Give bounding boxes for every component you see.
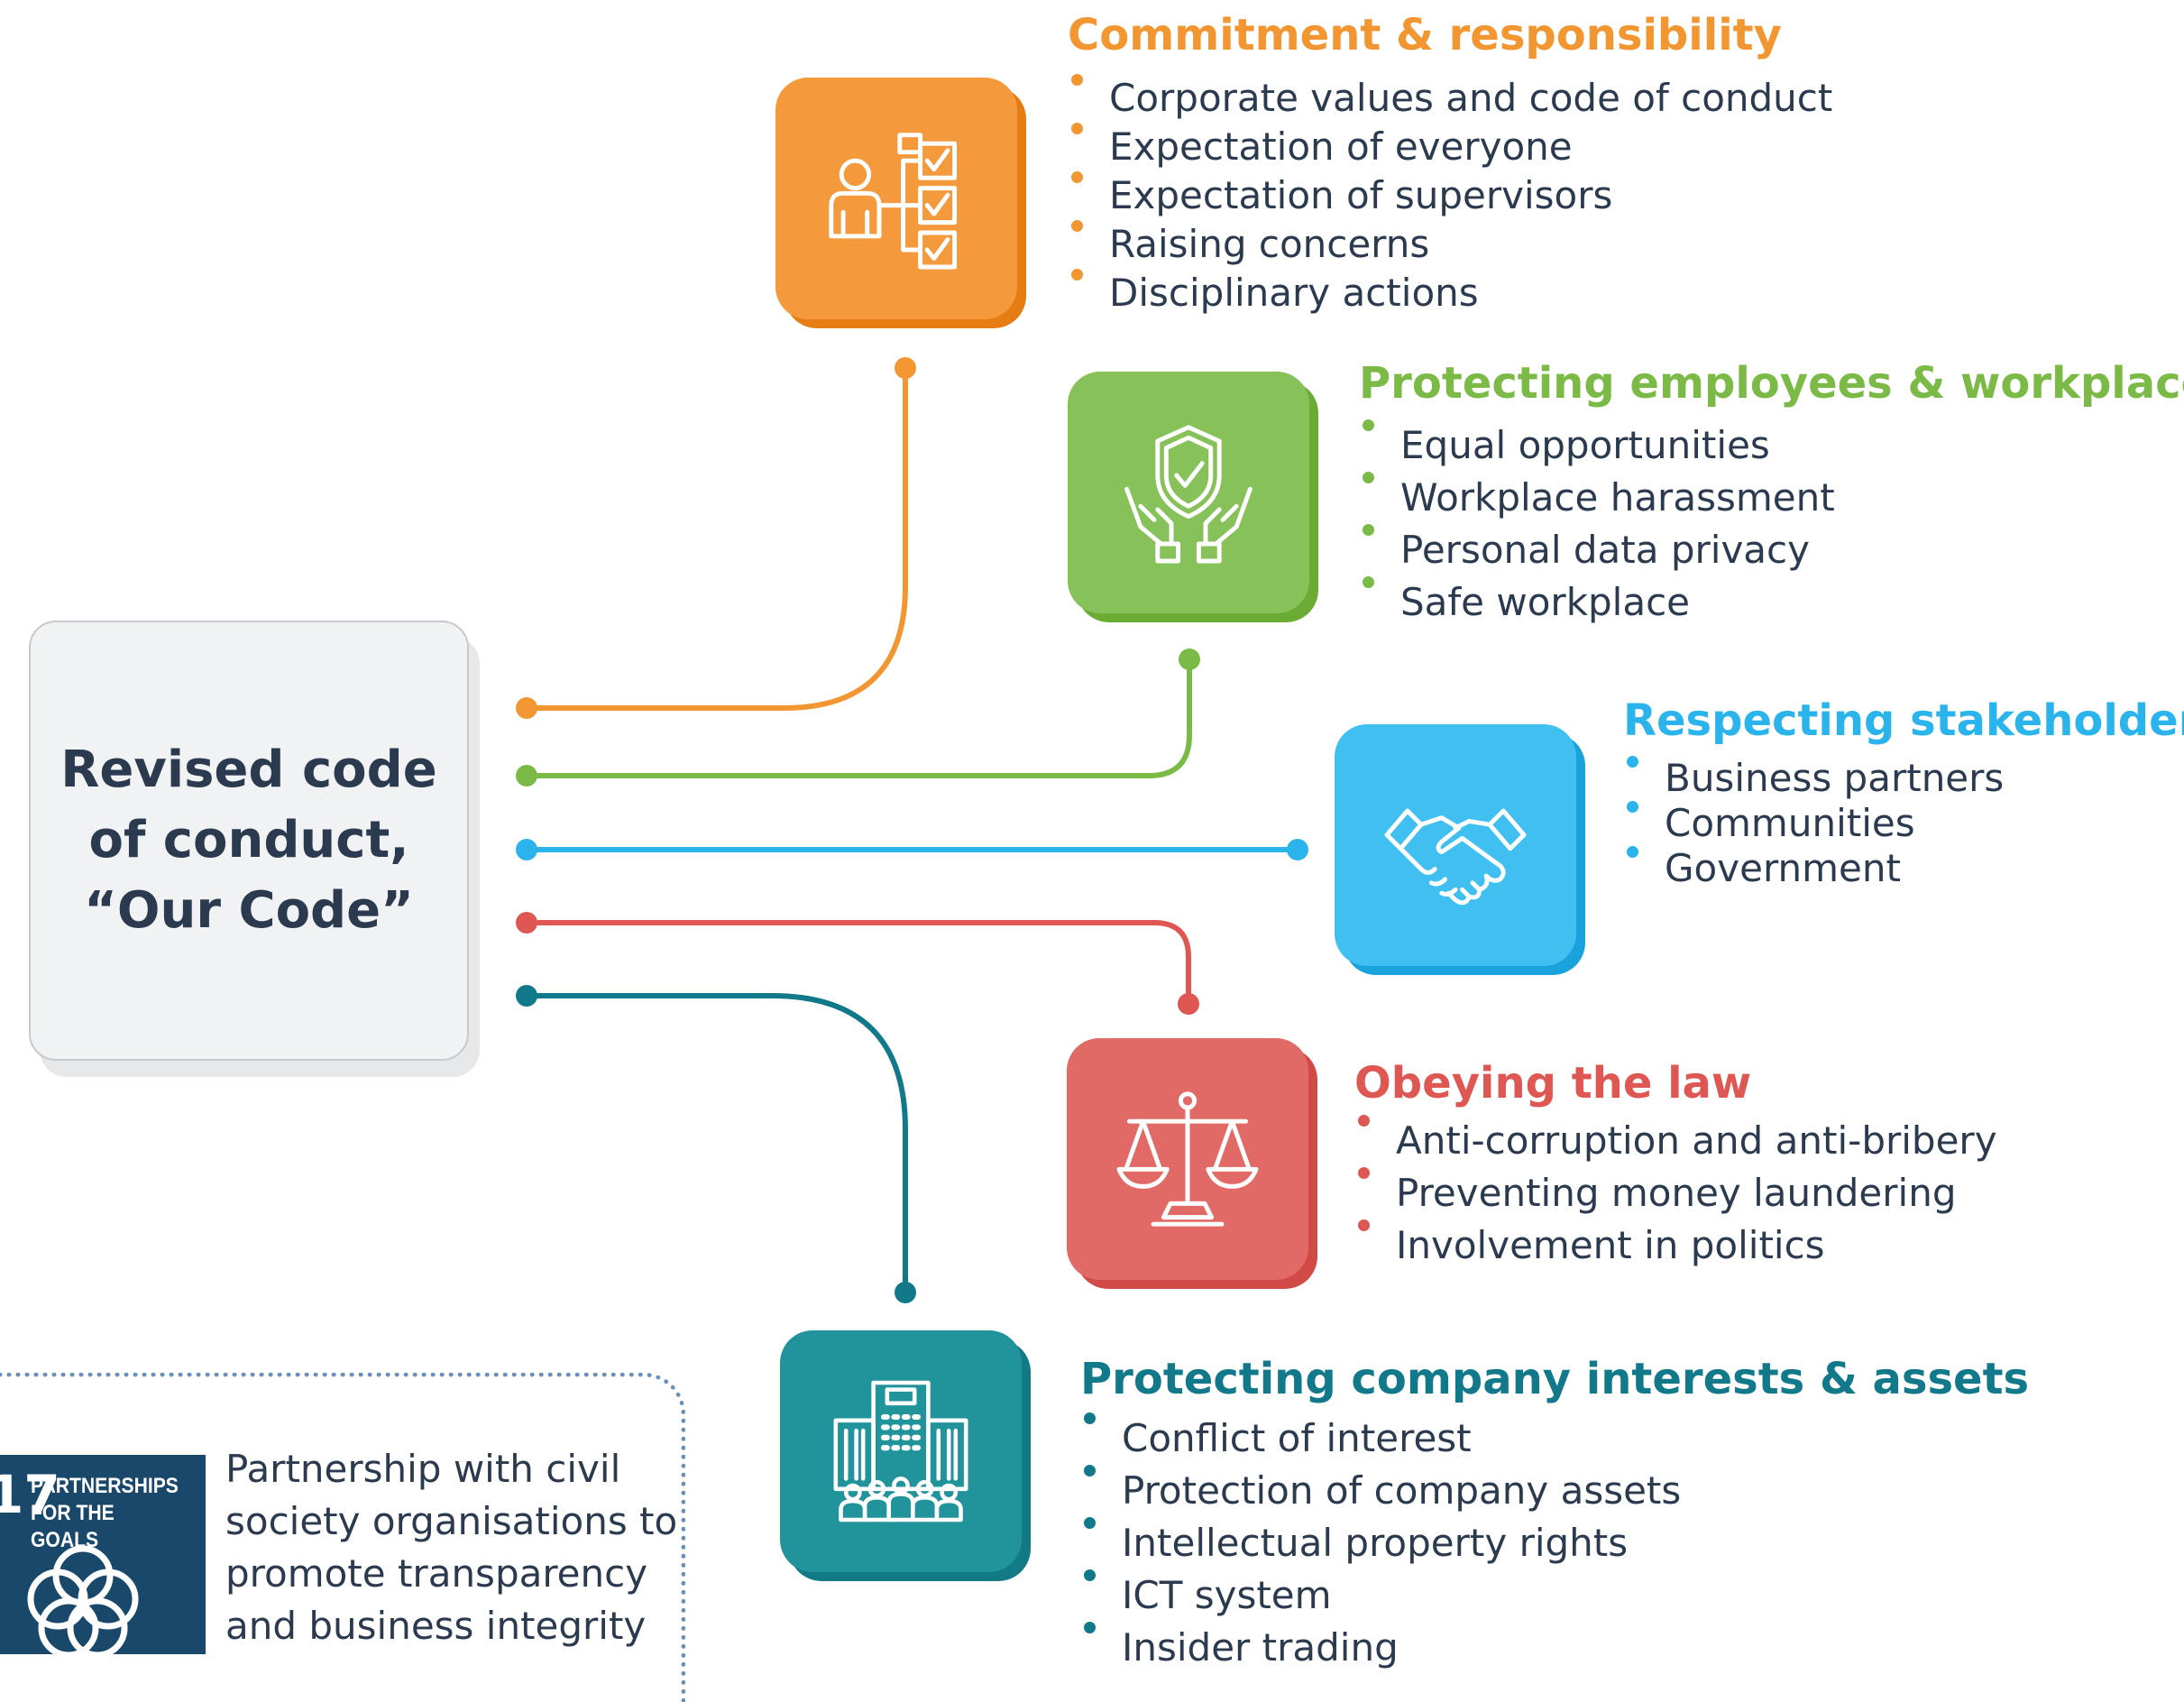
connector-commitment — [524, 365, 908, 711]
bullet-list-stakeholders: Business partners Communities Government — [1623, 756, 2004, 891]
sdg-number: 17 — [0, 1464, 60, 1525]
section-title-company: Protecting company interests & assets — [1080, 1354, 2030, 1404]
connector-dot — [1287, 839, 1308, 860]
sdg-description: Partnership with civil society organisat… — [225, 1447, 678, 1648]
bullet-list-company: Conflict of interest Protection of compa… — [1080, 1412, 1681, 1674]
connector-dot — [1179, 649, 1200, 670]
partnership-rings-icon — [27, 1545, 139, 1654]
handshake-icon — [1384, 808, 1527, 906]
connector-dot — [1178, 993, 1199, 1015]
tile-stakeholders — [1335, 724, 1576, 966]
list-item: Expectation of supervisors — [1068, 171, 1832, 220]
section-title-commitment: Commitment & responsibility — [1068, 10, 1782, 60]
list-item: Protection of company assets — [1080, 1465, 1681, 1517]
list-item: ICT system — [1080, 1569, 1681, 1622]
section-title-stakeholders: Respecting stakeholders — [1623, 695, 2184, 746]
list-item: Equal opportunities — [1359, 419, 1835, 472]
list-item: Expectation of everyone — [1068, 123, 1832, 171]
connector-law — [524, 920, 1191, 1007]
center-title: Revised code of conduct, “Our Code” — [60, 741, 437, 940]
checklist-person-icon — [829, 133, 958, 270]
connector-employees — [524, 657, 1192, 778]
list-item: Disciplinary actions — [1068, 269, 1832, 317]
sdg-label: PARTNERSHIPS FOR THE GOALS — [31, 1474, 179, 1552]
sdg-callout-frame — [0, 1373, 685, 1702]
list-item: Safe workplace — [1359, 576, 1835, 629]
connector-company — [524, 993, 908, 1295]
scales-icon — [1116, 1091, 1259, 1227]
section-title-law: Obeying the law — [1354, 1058, 1752, 1109]
tile-law — [1067, 1038, 1308, 1280]
connector-dot — [516, 697, 537, 719]
list-item: Intellectual property rights — [1080, 1517, 1681, 1569]
connector-dot — [516, 912, 537, 934]
list-item: Government — [1623, 846, 2004, 891]
connector-dot — [516, 839, 537, 860]
bullet-list-law: Anti-corruption and anti-bribery Prevent… — [1354, 1115, 1997, 1272]
list-item: Raising concerns — [1068, 220, 1832, 269]
shield-hands-icon — [1124, 425, 1253, 564]
tile-employees — [1068, 372, 1309, 613]
list-item: Personal data privacy — [1359, 524, 1835, 576]
tile-company — [780, 1330, 1022, 1572]
list-item: Business partners — [1623, 756, 2004, 801]
list-item: Conflict of interest — [1080, 1412, 1681, 1465]
center-box: Revised code of conduct, “Our Code” — [29, 621, 469, 1061]
building-people-icon — [833, 1380, 968, 1523]
connector-dot — [516, 985, 537, 1007]
list-item: Preventing money laundering — [1354, 1167, 1997, 1219]
section-title-employees: Protecting employees & workplace — [1359, 358, 2184, 409]
connector-dot — [895, 1282, 916, 1303]
tile-commitment — [775, 78, 1017, 319]
list-item: Communities — [1623, 801, 2004, 846]
bullet-list-employees: Equal opportunities Workplace harassment… — [1359, 419, 1835, 629]
bullet-list-commitment: Corporate values and code of conduct Exp… — [1068, 74, 1832, 317]
list-item: Workplace harassment — [1359, 472, 1835, 524]
list-item: Insider trading — [1080, 1622, 1681, 1674]
list-item: Corporate values and code of conduct — [1068, 74, 1832, 123]
connector-dot — [516, 765, 537, 787]
connector-dot — [895, 357, 916, 379]
sdg-badge: 17 PARTNERSHIPS FOR THE GOALS — [0, 1455, 206, 1654]
list-item: Involvement in politics — [1354, 1219, 1997, 1272]
connector-lines — [516, 357, 1308, 1303]
list-item: Anti-corruption and anti-bribery — [1354, 1115, 1997, 1167]
